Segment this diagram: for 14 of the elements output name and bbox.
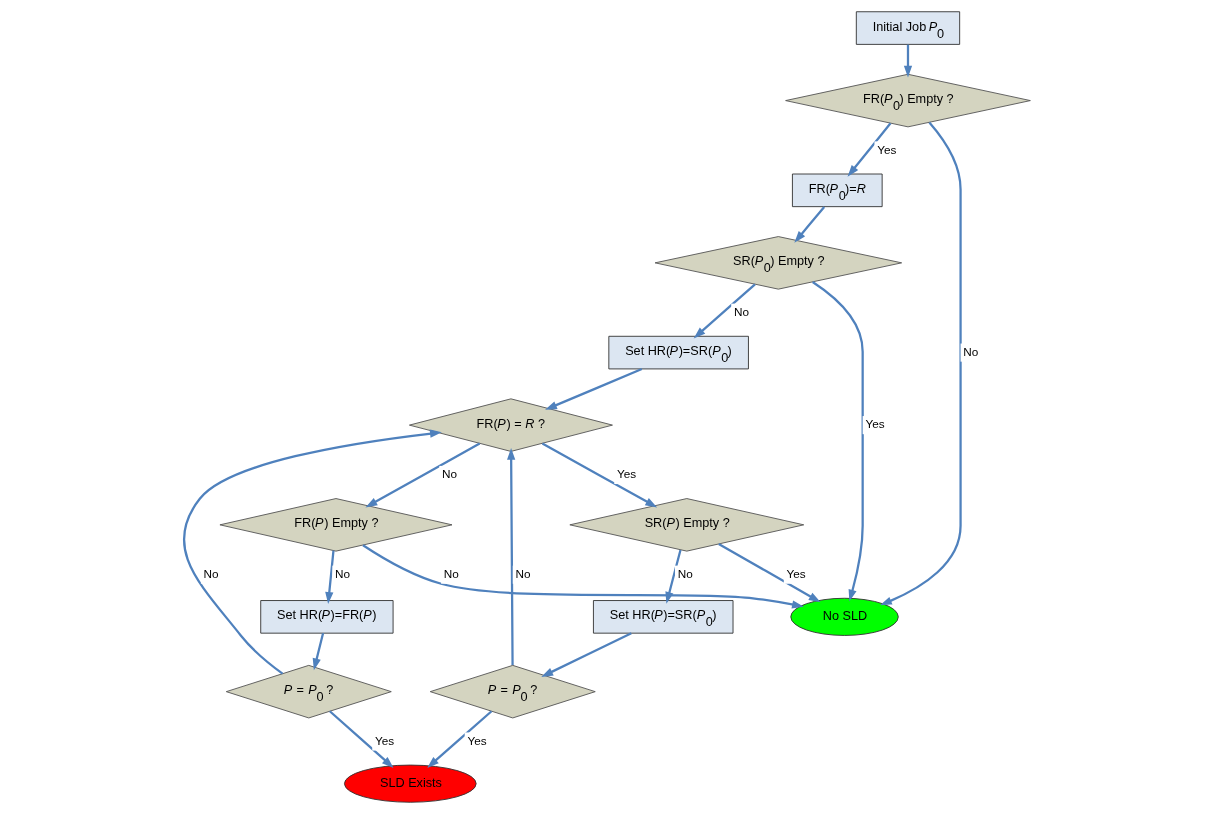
edge-label: Yes: [786, 566, 806, 580]
edge-label: Yes: [374, 733, 394, 747]
edge-label: No: [443, 566, 459, 580]
edge-label: No: [677, 566, 693, 580]
edge-label: No: [733, 304, 749, 318]
edge-label: Yes: [466, 733, 487, 747]
edge-label: Yes: [876, 142, 896, 156]
edge-label: No: [962, 344, 978, 358]
edge-label: No: [514, 566, 531, 580]
edge-label: No: [334, 566, 350, 580]
edge-label: Yes: [616, 467, 636, 481]
edge-label: Yes: [864, 417, 885, 431]
edge-label: No: [441, 467, 457, 481]
edge-label: No: [203, 566, 219, 580]
